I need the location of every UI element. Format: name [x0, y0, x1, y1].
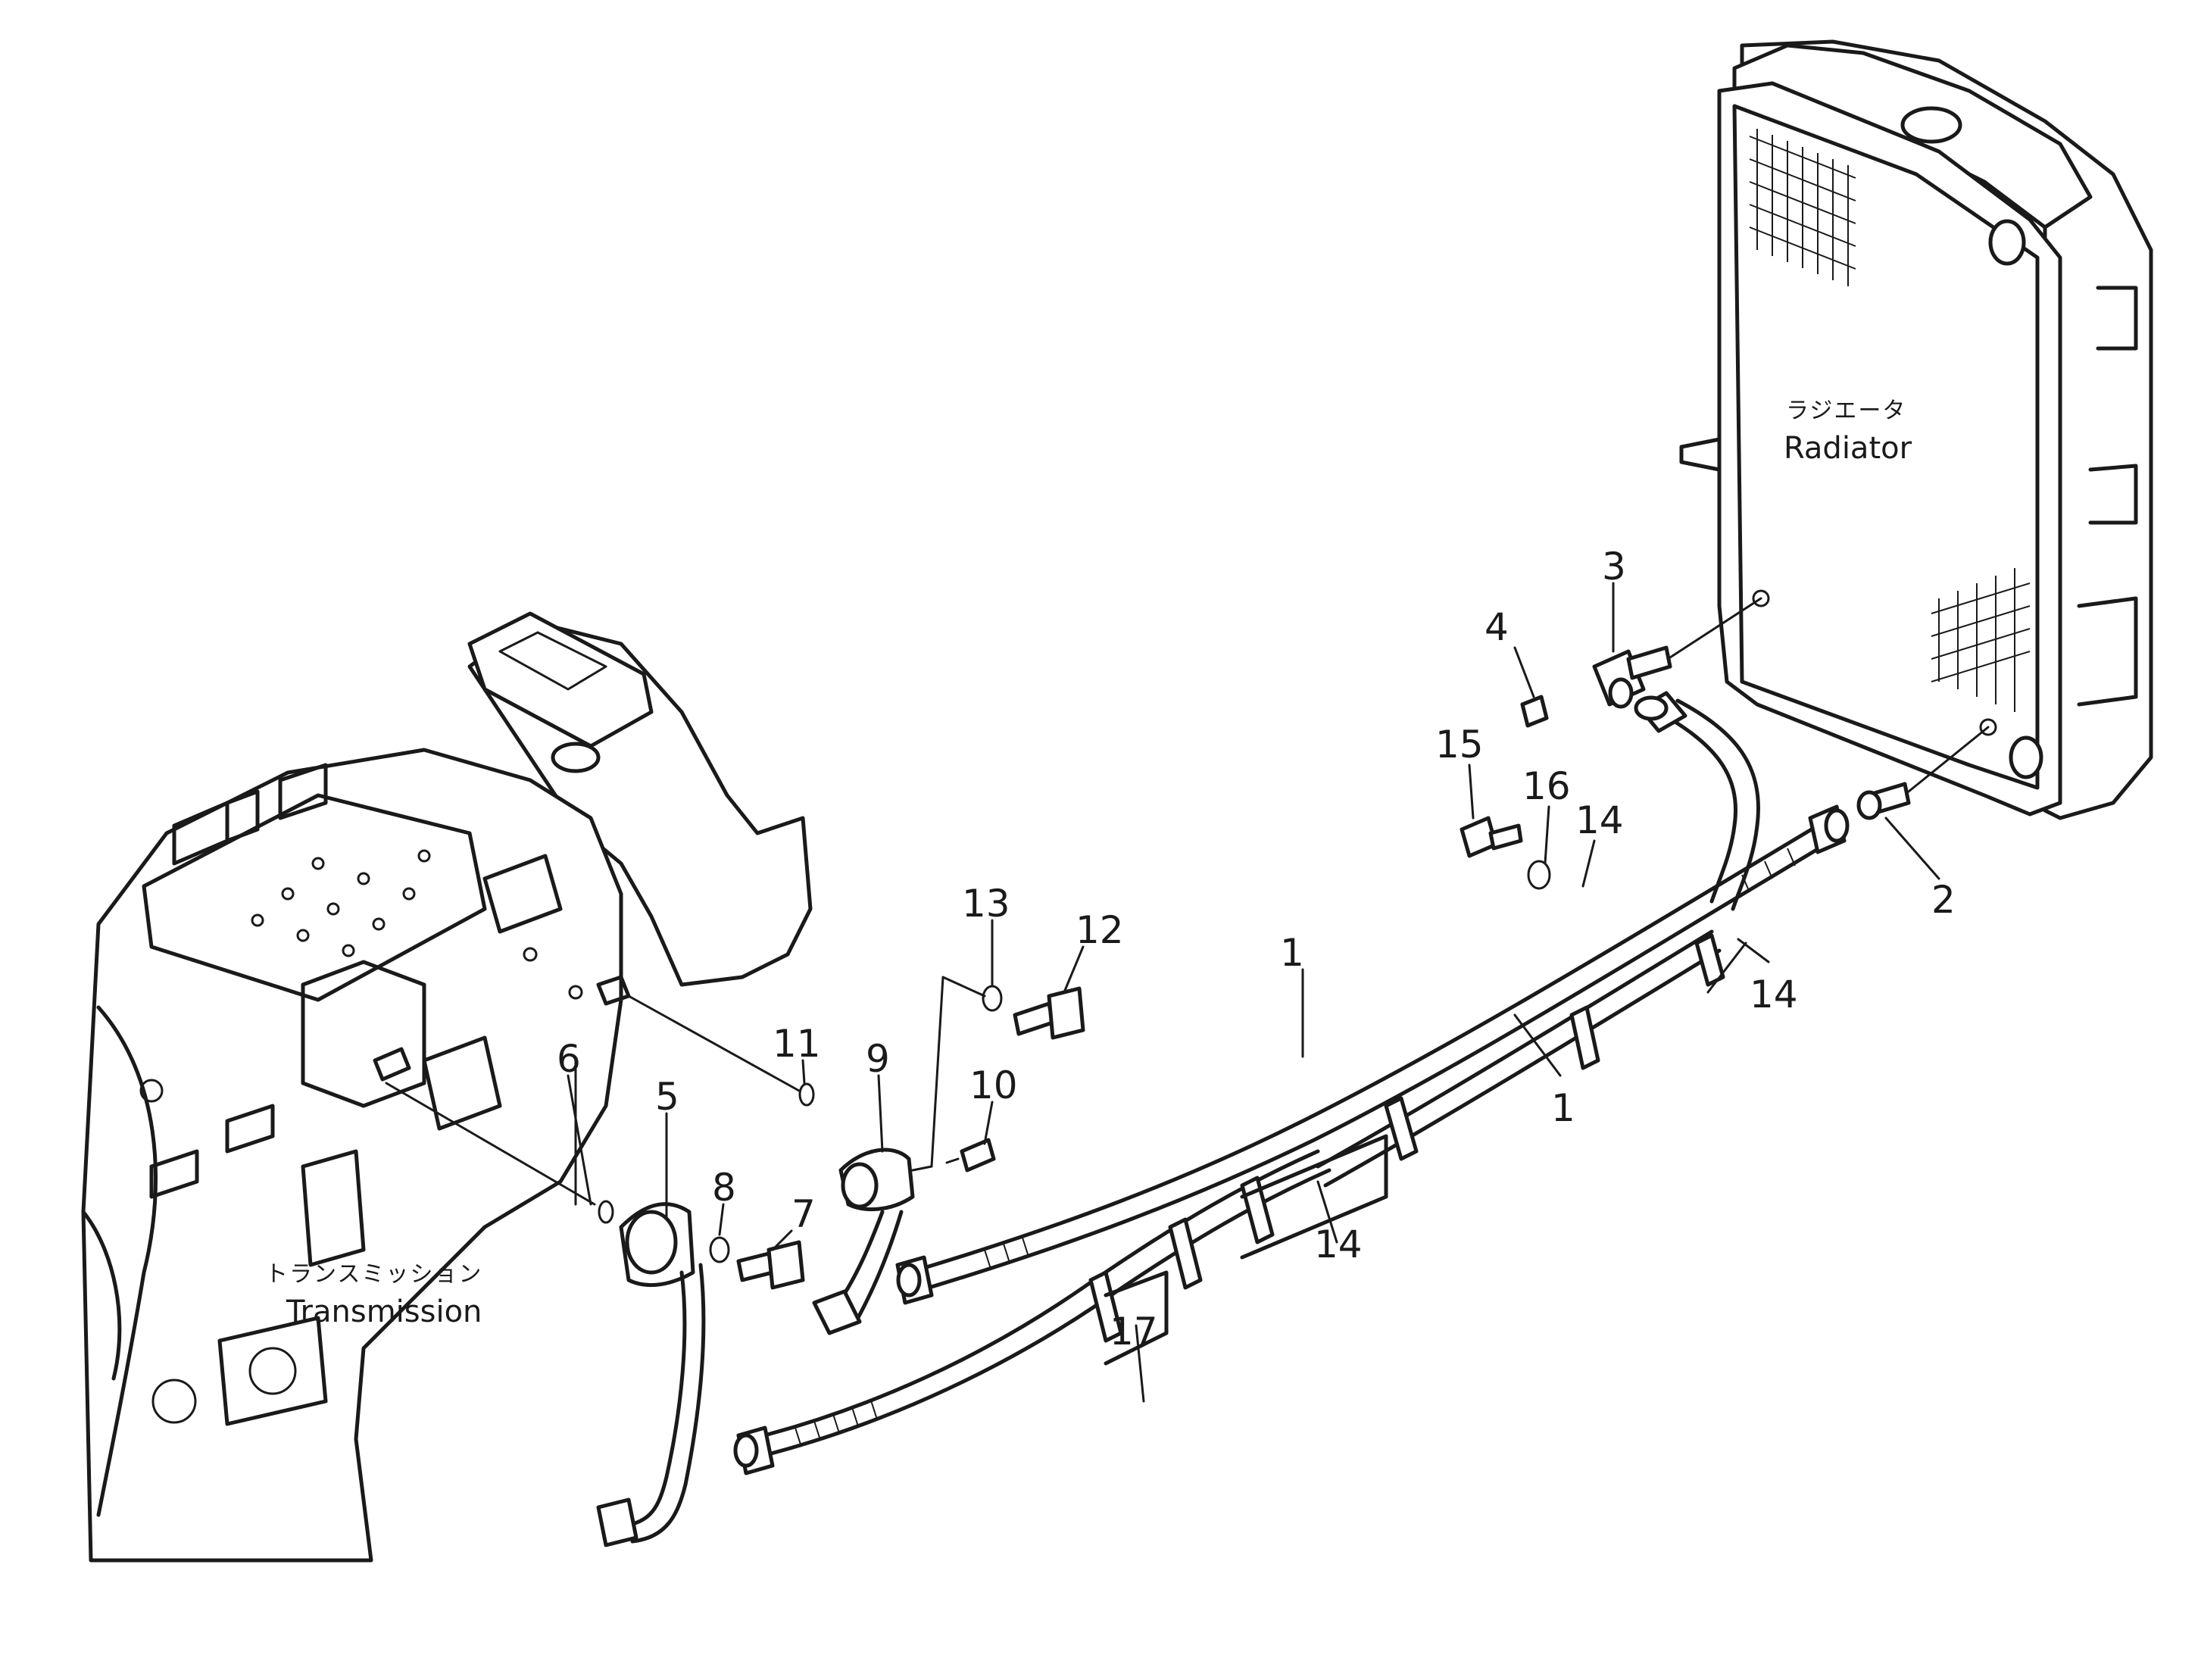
callout-8: 8	[712, 1166, 736, 1210]
callout-3: 3	[1602, 545, 1626, 589]
valve-bolts	[251, 849, 431, 957]
callout-14-right: 14	[1750, 973, 1798, 1016]
part-6-oring	[598, 1200, 614, 1224]
part-3-elbow	[1592, 597, 1762, 709]
callout-12: 12	[1076, 908, 1124, 952]
callout-14-top: 14	[1575, 798, 1624, 842]
part-7-bolt	[736, 1240, 805, 1290]
part-5-tube	[596, 1202, 706, 1547]
transmission	[81, 611, 813, 1563]
core-hatch-bottom	[1931, 568, 2031, 712]
part-16-washer	[1527, 860, 1551, 890]
callout-14-bottom: 14	[1314, 1223, 1363, 1266]
part-11-oring	[798, 1082, 815, 1107]
callout-16: 16	[1522, 764, 1571, 808]
callout-5: 5	[655, 1075, 679, 1119]
callout-2: 2	[1931, 878, 1956, 922]
radiator-label-jp: ラジエータ	[1786, 398, 1906, 424]
transmission-label-en: Transmission	[286, 1294, 482, 1329]
part-8-washer	[709, 1236, 730, 1263]
callout-11: 11	[773, 1022, 821, 1066]
callouts: 1 1 2 3 4 5 6 7 8 9 10 11 12 13 14 14 14…	[557, 545, 1956, 1354]
callout-4: 4	[1485, 605, 1509, 649]
part-9-tube	[812, 1148, 915, 1335]
spring-guard	[795, 848, 1796, 1447]
part-4-plug	[1520, 695, 1549, 728]
callout-10: 10	[969, 1063, 1018, 1107]
callout-15: 15	[1435, 723, 1484, 767]
callout-1-upper: 1	[1280, 931, 1304, 975]
part-2-fitting	[1856, 726, 1990, 820]
part-10-plug	[960, 1138, 996, 1173]
radiator	[1679, 39, 2153, 820]
callout-1-lower: 1	[1551, 1086, 1575, 1130]
radiator-label-en: Radiator	[1784, 431, 1912, 466]
part-15-bolt	[1460, 816, 1523, 858]
callout-17: 17	[1110, 1310, 1158, 1354]
hose-assembly	[733, 691, 1850, 1475]
part-13-washer	[982, 985, 1003, 1012]
callout-9: 9	[866, 1037, 890, 1081]
leader-lines	[567, 582, 1940, 1403]
callout-6: 6	[557, 1037, 581, 1081]
callout-7: 7	[791, 1192, 816, 1236]
part-12-bolt	[1013, 986, 1085, 1040]
transmission-label-jp: トランスミッション	[265, 1261, 482, 1288]
core-hatch-top	[1749, 129, 1856, 286]
callout-13: 13	[962, 882, 1010, 926]
assembly-lines	[385, 976, 986, 1206]
